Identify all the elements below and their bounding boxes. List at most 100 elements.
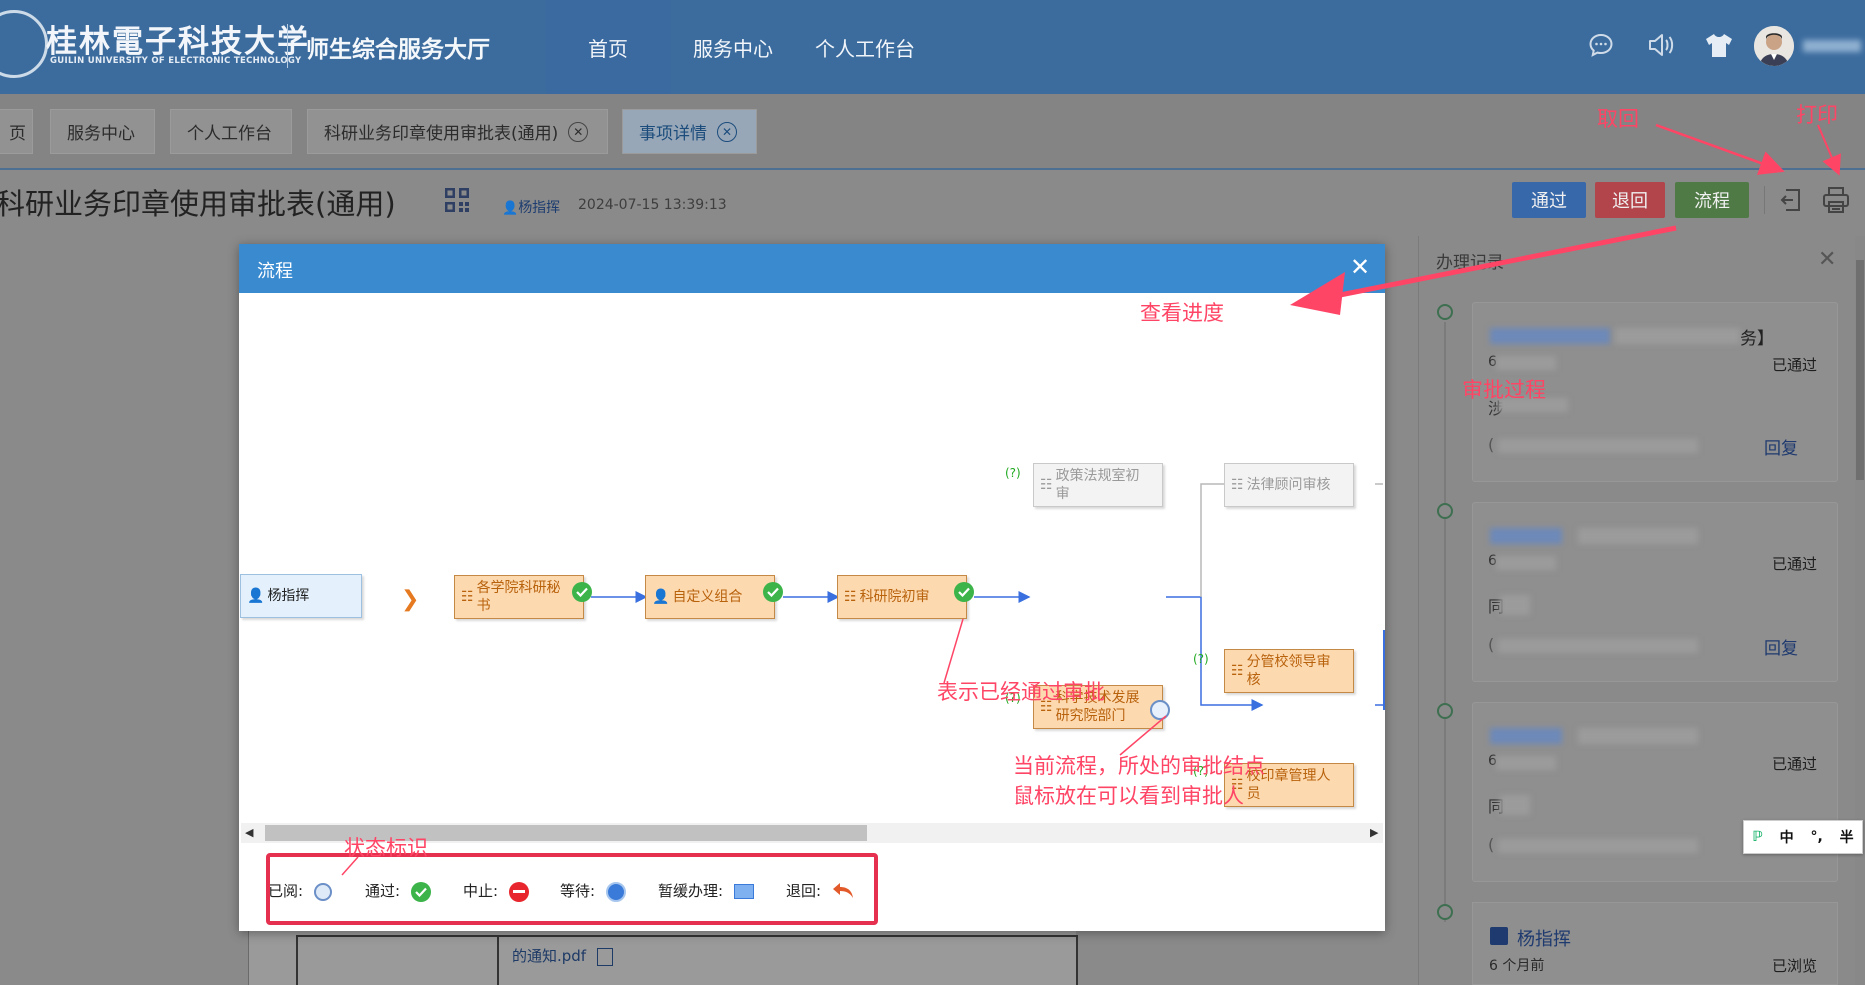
check-icon — [954, 582, 974, 602]
close-icon[interactable]: ✕ — [568, 121, 589, 142]
nav-service-center[interactable]: 服务中心 — [693, 37, 773, 61]
record-status: 已通过 — [1772, 755, 1818, 773]
record-viewed-status: 已浏览 — [1772, 957, 1818, 975]
scrollbar-thumb[interactable] — [1856, 260, 1864, 480]
flow-node-seal-manager[interactable]: ☷校印章管理人员 — [1224, 763, 1354, 807]
flow-node-legal-review[interactable]: ☷法律顾问审核 — [1224, 463, 1354, 507]
nav-personal-workspace[interactable]: 个人工作台 — [815, 37, 915, 61]
record-time-prefix: 6 — [1488, 553, 1497, 569]
close-icon[interactable]: ✕ — [1818, 247, 1837, 272]
tab-item-details[interactable]: 事项详情 ✕ — [622, 109, 757, 154]
document-table-divider — [497, 935, 499, 985]
close-icon[interactable]: ✕ — [1349, 253, 1371, 281]
legend-pass: 通过: — [365, 880, 431, 902]
document-table — [296, 935, 1078, 985]
record-time-prefix: 6 — [1488, 753, 1497, 769]
ime-punctuation[interactable]: °, — [1810, 829, 1823, 845]
record-card-viewed — [1472, 902, 1838, 985]
flow-node-policy-review[interactable]: ☷政策法规室初审 — [1033, 463, 1163, 507]
tab-service-center[interactable]: 服务中心 — [50, 109, 155, 154]
annotation-approval-process: 审批过程 — [1462, 378, 1546, 402]
user-icon: 👤 — [502, 201, 519, 216]
close-icon[interactable]: ✕ — [717, 121, 737, 142]
flow-modal-title: 流程 — [257, 261, 293, 282]
record-viewer-name[interactable]: 杨指挥 — [1517, 929, 1571, 950]
user-icon: 👤 — [247, 588, 265, 604]
record-detail-prefix: ( — [1488, 635, 1495, 654]
university-name-en: GUILIN UNIVERSITY OF ELECTRONIC TECHNOLO… — [50, 56, 302, 66]
chevron-right-icon: ❯ — [401, 587, 420, 612]
legend-waiting: 等待: — [560, 880, 626, 902]
record-status: 已通过 — [1772, 555, 1818, 573]
chat-icon[interactable] — [1586, 30, 1616, 60]
scrollbar[interactable] — [1855, 236, 1865, 985]
annotation-print: 打印 — [1796, 103, 1838, 127]
scrollbar-thumb[interactable] — [265, 825, 867, 841]
condition-mark[interactable]: (?) — [1193, 764, 1209, 778]
record-detail-blurred — [1498, 839, 1698, 853]
org-icon: ☷ — [1231, 777, 1244, 793]
scroll-left-icon[interactable]: ◀ — [245, 826, 254, 839]
avatar[interactable] — [1754, 26, 1794, 66]
org-icon: ☷ — [844, 589, 857, 605]
timeline-dot — [1437, 904, 1453, 920]
top-header — [0, 0, 1865, 94]
ime-half-width[interactable]: 半 — [1839, 830, 1854, 846]
condition-mark[interactable]: (?) — [1005, 466, 1021, 480]
check-icon — [410, 881, 431, 902]
nav-home[interactable]: 首页 — [588, 37, 628, 61]
annotation-current-node-2: 鼠标放在可以看到审批人 — [1013, 784, 1244, 808]
legend-read: 已阅: — [268, 880, 332, 901]
tab-label: 科研业务印章使用审批表(通用) — [324, 124, 559, 144]
attachment-file[interactable]: 的通知.pdf — [512, 945, 613, 966]
record-title-blurred — [1615, 328, 1740, 344]
author[interactable]: 👤杨指挥 — [502, 200, 561, 216]
record-detail-blurred — [1498, 639, 1698, 653]
flow-button[interactable]: 流程 — [1675, 182, 1749, 218]
record-detail-blurred — [1498, 439, 1698, 453]
legend-highlight-box — [266, 853, 878, 925]
condition-mark[interactable]: (?) — [1005, 691, 1021, 705]
return-button[interactable]: 退回 — [1595, 182, 1665, 218]
ime-chinese-mode[interactable]: 中 — [1779, 830, 1794, 846]
flow-node-research-initial-review[interactable]: ☷科研院初审 — [837, 575, 967, 619]
annotation-passed: 表示已经通过审批 — [937, 680, 1105, 704]
annotation-status-marks: 状态标识 — [344, 836, 428, 860]
annotation-retrieve: 取回 — [1597, 107, 1639, 131]
file-preview-icon[interactable] — [596, 947, 613, 966]
record-detail-prefix: ( — [1488, 835, 1495, 854]
record-time-blurred — [1496, 756, 1556, 770]
annotation-view-progress: 查看进度 — [1140, 301, 1224, 325]
tab-personal-workspace[interactable]: 个人工作台 — [170, 109, 292, 154]
system-name: 师生综合服务大厅 — [306, 37, 490, 63]
condition-mark[interactable]: (?) — [1193, 652, 1209, 666]
timeline-dot — [1437, 703, 1453, 719]
reply-button[interactable]: 回复 — [1764, 639, 1798, 659]
shirt-icon[interactable] — [1704, 30, 1734, 60]
scroll-right-icon[interactable]: ▶ — [1370, 826, 1379, 839]
timeline-line — [1444, 322, 1446, 922]
flow-node-custom-group[interactable]: 👤自定义组合 — [645, 575, 775, 619]
record-name-blurred — [1490, 528, 1562, 544]
timeline-dot — [1437, 304, 1453, 320]
ime-toolbar[interactable]: ℙ 中 °, 半 — [1743, 820, 1863, 854]
reply-button[interactable]: 回复 — [1764, 439, 1798, 459]
flow-node-vp-review[interactable]: ☷分管校领导审核 — [1224, 649, 1354, 693]
user-icon — [1490, 927, 1508, 945]
tab-bar-underline — [0, 168, 1865, 170]
tab-home[interactable]: 页 — [0, 109, 33, 154]
record-status: 已通过 — [1772, 356, 1818, 374]
print-icon[interactable] — [1820, 184, 1852, 216]
speaker-icon[interactable] — [1646, 30, 1676, 60]
tab-approval-form[interactable]: 科研业务印章使用审批表(通用) ✕ — [307, 109, 608, 154]
pass-button[interactable]: 通过 — [1512, 182, 1586, 218]
record-name-blurred — [1490, 728, 1562, 744]
return-arrow-icon — [832, 881, 854, 903]
qr-code-icon[interactable] — [444, 187, 470, 213]
record-comment-blurred — [1500, 795, 1530, 815]
flow-node-sci-tech-dept[interactable]: ☷科学技术发展研究院部门 — [1033, 685, 1163, 729]
retrieve-icon[interactable] — [1774, 184, 1806, 216]
page-title: 科研业务印章使用审批表(通用) — [0, 187, 396, 221]
flow-node-start[interactable]: 👤杨指挥 — [240, 574, 362, 618]
